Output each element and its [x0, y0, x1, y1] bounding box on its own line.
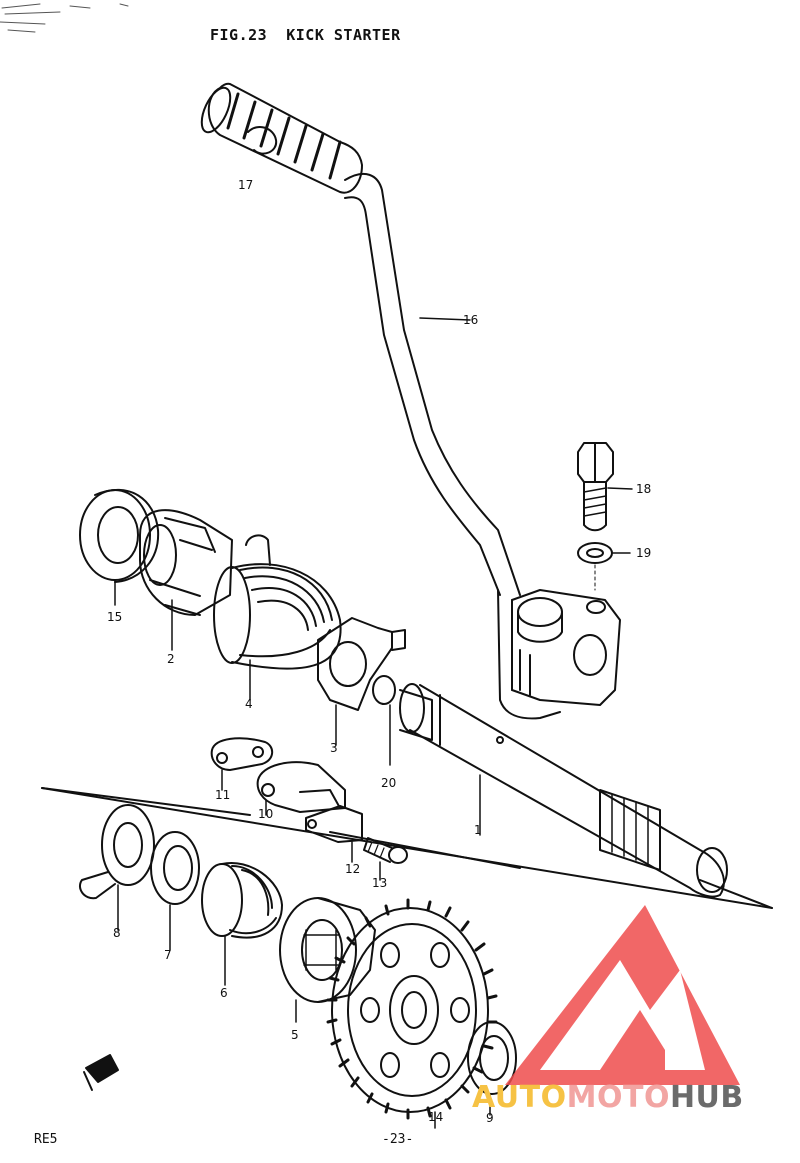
- watermark-moto: MOTO: [566, 1080, 670, 1115]
- callout-6: 6: [220, 986, 228, 1000]
- pin-20: [372, 675, 396, 766]
- kick-shaft-1: [399, 683, 728, 898]
- watermark-auto: AUTO: [472, 1080, 567, 1115]
- bolt-18: [577, 442, 633, 532]
- callout-19: 19: [636, 546, 652, 560]
- callout-17: 17: [238, 178, 254, 192]
- washer-19: [577, 542, 631, 591]
- model-code: RE5: [34, 1132, 58, 1147]
- ratchet-wheel-5: [279, 897, 376, 1023]
- screw-13: [363, 837, 408, 881]
- callout-2: 2: [167, 652, 175, 666]
- callout-1: 1: [474, 823, 482, 837]
- kick-grip-17: [200, 82, 363, 194]
- callout-7: 7: [164, 948, 172, 962]
- callout-3: 3: [330, 741, 338, 755]
- callout-4: 4: [245, 697, 253, 711]
- figure-title: FIG.23 KICK STARTER: [210, 26, 401, 44]
- watermark-text: AUTOMOTOHUB: [472, 1080, 744, 1115]
- callout-11: 11: [215, 788, 231, 802]
- figure-name: KICK STARTER: [286, 26, 401, 44]
- starter-gear-14: [326, 898, 498, 1129]
- spring-guide-2: [139, 509, 233, 651]
- callout-12: 12: [345, 862, 361, 876]
- callout-15: 15: [107, 610, 123, 624]
- washer-7: [150, 831, 200, 951]
- callout-16: 16: [463, 313, 479, 327]
- callout-10: 10: [258, 807, 274, 821]
- callout-8: 8: [113, 926, 121, 940]
- watermark-hub: HUB: [669, 1080, 744, 1115]
- callout-13: 13: [372, 876, 388, 890]
- automotohub-logo-icon: [505, 905, 740, 1085]
- front-arrow-icon: [83, 1054, 119, 1091]
- spring-plate-3: [317, 617, 406, 746]
- return-spring-4: [213, 534, 342, 701]
- stopper-10: [256, 761, 346, 816]
- scan-noise: [0, 3, 129, 33]
- kick-lever-16: [344, 172, 621, 720]
- callout-9: 9: [486, 1111, 494, 1125]
- callout-20: 20: [381, 776, 397, 790]
- hook-11: [210, 737, 274, 791]
- page-number: -23-: [382, 1132, 414, 1147]
- thrust-washer-9: [467, 1021, 517, 1116]
- tab-washer-8: [78, 804, 155, 931]
- compression-spring-6: [201, 862, 283, 986]
- assembly-lines: [41, 787, 773, 909]
- callout-14: 14: [428, 1110, 444, 1124]
- clip-12: [305, 805, 363, 863]
- callout-5: 5: [291, 1028, 299, 1042]
- oil-seal-15: [79, 489, 160, 606]
- callout-18: 18: [636, 482, 652, 496]
- figure-label: FIG.23: [210, 26, 268, 44]
